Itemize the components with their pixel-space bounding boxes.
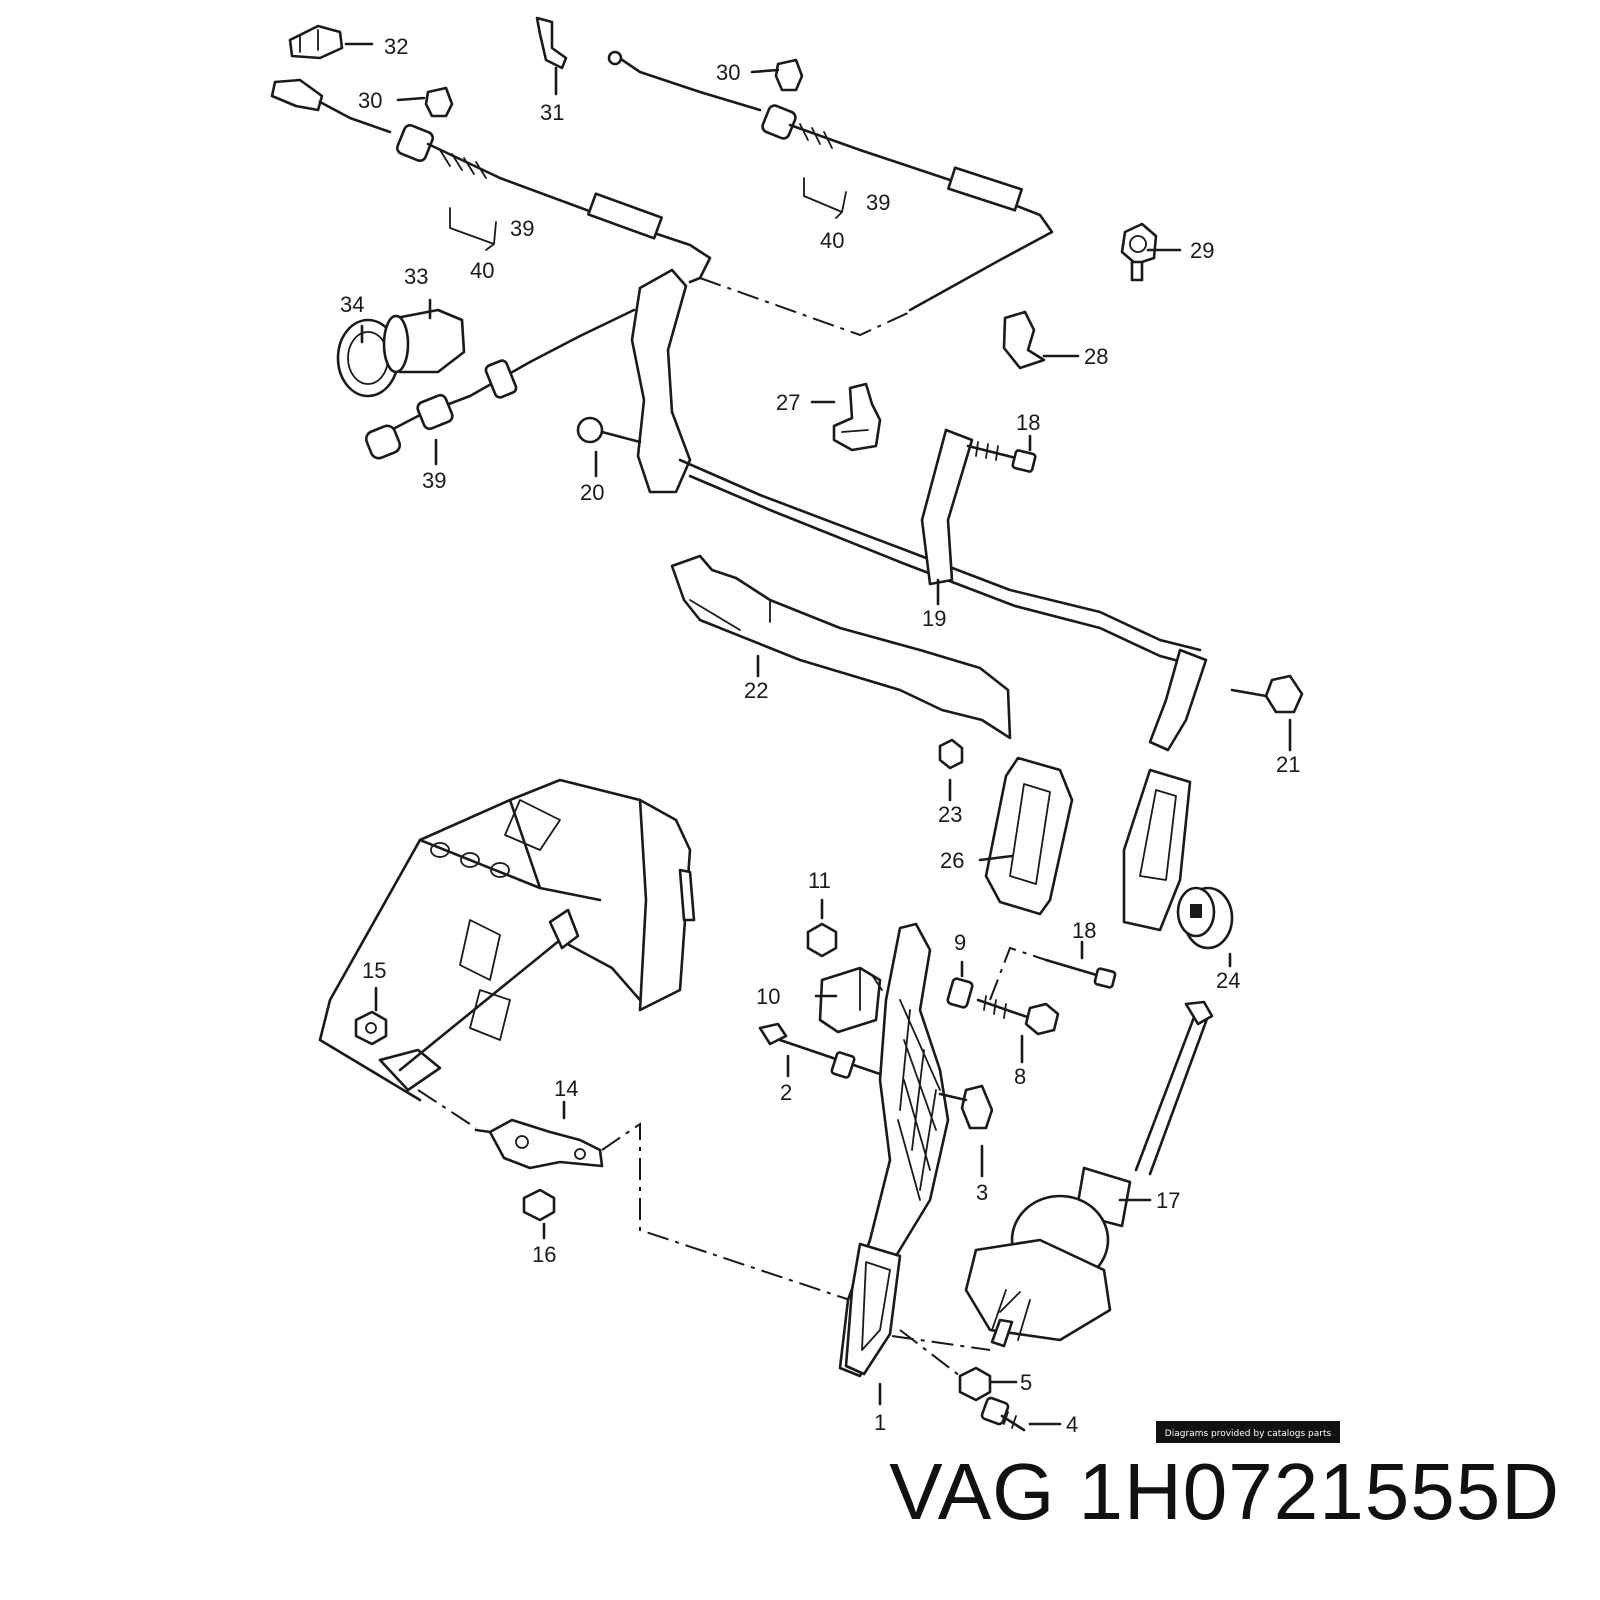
upper-left-cable [270, 78, 712, 284]
bolt-18-lower [1044, 958, 1117, 989]
callout-18-top: 18 [1016, 410, 1040, 435]
callout-22: 22 [744, 678, 768, 703]
bolt-18-top [966, 441, 1037, 473]
callout-39-right: 39 [866, 190, 890, 215]
credit-badge: Diagrams provided by catalogs parts [1156, 1421, 1340, 1443]
pedal-1 [838, 922, 950, 1378]
callout-27: 27 [776, 390, 800, 415]
switch-10 [818, 966, 883, 1034]
callout-1: 1 [874, 1410, 886, 1435]
pedal-arm-upper-right [1122, 768, 1192, 932]
bushing-24 [1176, 886, 1234, 950]
callout-34: 34 [340, 292, 364, 317]
bolt-4 [980, 1396, 1026, 1432]
bolt-8 [976, 995, 1060, 1036]
callout-5: 5 [1020, 1370, 1032, 1395]
clip-28 [1002, 310, 1046, 370]
bracket-22 [670, 554, 1012, 770]
callout-9: 9 [954, 930, 966, 955]
callout-30-left: 30 [358, 88, 382, 113]
callout-40-left: 40 [470, 258, 494, 283]
callout-28: 28 [1084, 344, 1108, 369]
leader-lines [344, 42, 1292, 1426]
callout-39-left: 39 [510, 216, 534, 241]
credit-text: Diagrams provided by catalogs parts [1165, 1429, 1332, 1439]
callout-30-right: 30 [716, 60, 740, 85]
master-cylinder [336, 308, 636, 460]
clip-3 [938, 1084, 994, 1130]
nut-16 [522, 1188, 556, 1222]
callout-31: 31 [540, 100, 564, 125]
upper-right-cable [607, 50, 1054, 337]
pedal-shaft [576, 268, 1208, 752]
pin-2 [758, 1022, 882, 1079]
callout-2: 2 [780, 1080, 792, 1105]
callout-11: 11 [808, 868, 831, 893]
callout-10: 10 [756, 984, 780, 1009]
callout-14: 14 [554, 1076, 578, 1101]
callout-labels: 32 30 30 31 39 40 39 40 29 28 27 18 33 3… [340, 34, 1300, 1437]
callout-26: 26 [940, 848, 964, 873]
callout-3: 3 [976, 1180, 988, 1205]
callout-16: 16 [532, 1242, 556, 1267]
callout-23: 23 [938, 802, 962, 827]
callout-29: 29 [1190, 238, 1214, 263]
callout-19: 19 [922, 606, 946, 631]
clip-30-right [774, 58, 804, 92]
clip-30-left [424, 86, 454, 118]
nut-5 [958, 1366, 992, 1402]
clip-32 [288, 24, 344, 60]
booster-17 [964, 1000, 1214, 1348]
callout-33: 33 [404, 264, 428, 289]
callout-39-pushrod: 39 [422, 468, 446, 493]
callout-24: 24 [1216, 968, 1240, 993]
nut-15 [354, 1010, 388, 1046]
nut-11 [806, 922, 838, 958]
bushing-9 [946, 977, 974, 1009]
callout-15: 15 [362, 958, 386, 983]
callout-40-right: 40 [820, 228, 844, 253]
clip-21 [1230, 674, 1304, 714]
pedal-pad-26 [984, 756, 1074, 916]
callout-32: 32 [384, 34, 408, 59]
clip-27 [832, 382, 882, 452]
callout-17: 17 [1156, 1188, 1180, 1213]
part-number-title: VAG 1H0721555D [889, 1447, 1560, 1536]
body-panel [318, 778, 696, 1102]
callout-18-lower: 18 [1072, 918, 1096, 943]
bracket-14 [474, 1118, 604, 1170]
clip-29 [1120, 222, 1158, 282]
callout-21: 21 [1276, 752, 1300, 777]
clip-31 [535, 16, 568, 70]
callout-4: 4 [1066, 1412, 1078, 1437]
callout-8: 8 [1014, 1064, 1026, 1089]
callout-20: 20 [580, 480, 604, 505]
